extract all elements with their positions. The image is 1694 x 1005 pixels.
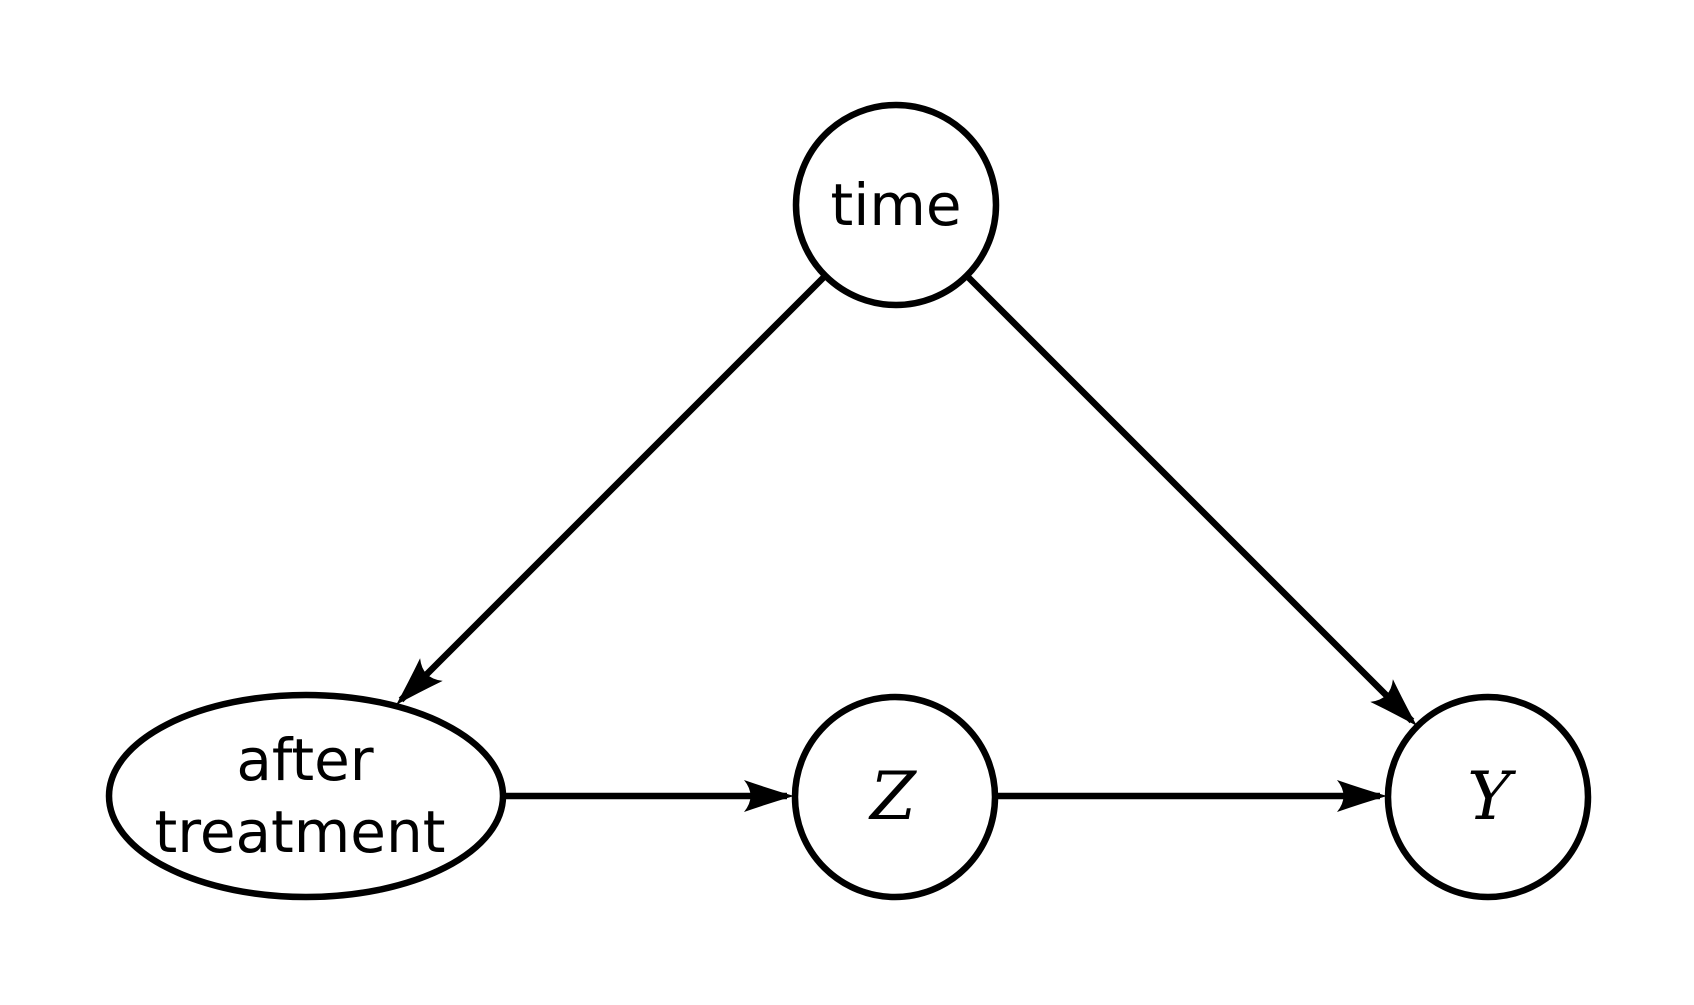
node-after-treatment-shape [105,691,507,901]
edge-time-to-y [964,273,1417,726]
node-z-shape [791,693,999,901]
edge-group [396,273,1417,812]
node-y-label: Y [1467,758,1516,835]
node-after-treatment-label-line2: treatment [155,798,446,866]
node-group [105,101,1592,901]
label-group: time after treatment Z Y [155,171,1517,866]
edge-time-to-after-treatment [396,273,828,705]
node-z-label: Z [868,758,917,835]
node-time-shape [792,101,1000,309]
node-y-shape [1384,693,1592,901]
node-after-treatment-label-line1: after [236,726,373,794]
node-time-label: time [830,171,961,239]
